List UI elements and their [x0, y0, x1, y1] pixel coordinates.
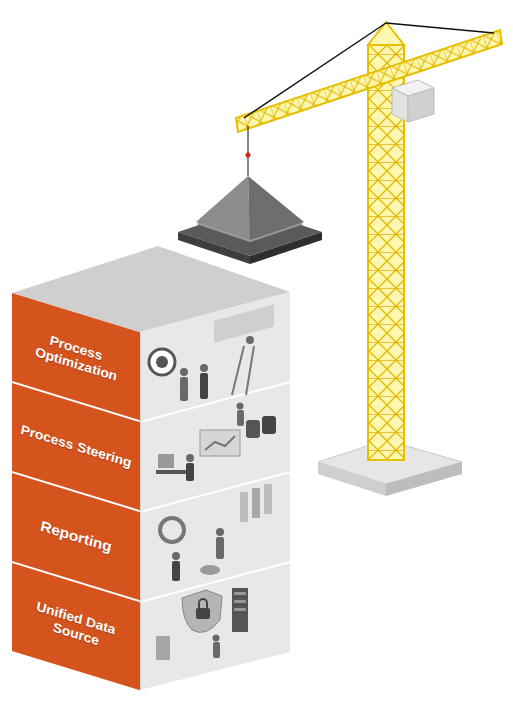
- band-label: Unified Data Source: [12, 591, 140, 663]
- floor-icons: [149, 305, 276, 660]
- crane-jib: [236, 23, 502, 132]
- building-body: [12, 246, 290, 690]
- band-label: Process Steering: [15, 420, 137, 474]
- band-label: Reporting: [35, 515, 118, 558]
- crane-cabin: [392, 80, 434, 122]
- band-label: Process Optimization: [12, 321, 140, 393]
- hanging-roof-piece: [178, 126, 322, 264]
